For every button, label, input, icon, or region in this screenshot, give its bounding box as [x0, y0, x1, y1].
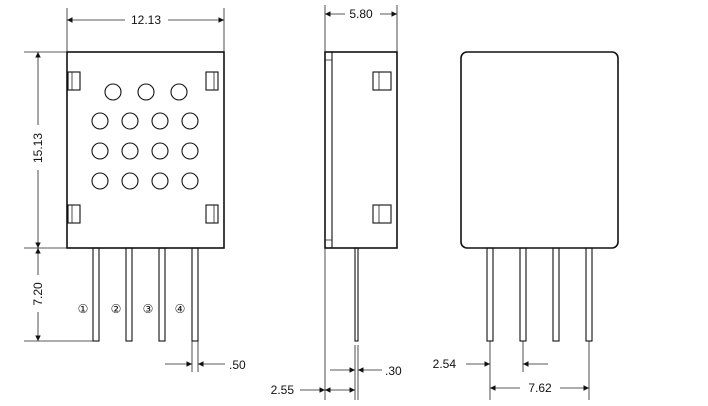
dim-front-height: 15.13	[24, 51, 67, 249]
vent-holes	[91, 83, 199, 190]
dim-pin-pitch-label: 2.54	[433, 357, 457, 371]
front-view: ① ② ③ ④ 12.13 15.13 7.20	[24, 8, 246, 372]
dim-side-pin-thickness: .30	[330, 345, 402, 400]
dim-pin-length: 7.20	[24, 248, 93, 342]
dim-side-depth-label: 5.80	[349, 7, 373, 21]
dim-side-pin-offset: 2.55	[271, 248, 356, 400]
dim-pin-width: .50	[165, 341, 246, 372]
side-view: 5.80 2.55 .30	[271, 5, 402, 400]
front-body	[66, 51, 225, 249]
pin-label-4: ④	[175, 302, 186, 316]
pin-label-3: ③	[143, 302, 154, 316]
dim-front-width: 12.13	[66, 8, 225, 52]
pin-label-1: ①	[78, 302, 89, 316]
dim-side-depth: 5.80	[324, 5, 398, 52]
back-body	[460, 51, 619, 249]
dim-side-pin-thickness-label: .30	[385, 364, 402, 378]
dim-pin-span: 7.62	[490, 341, 590, 400]
dim-pin-width-label: .50	[229, 358, 246, 372]
dim-pin-pitch: 2.54	[433, 341, 548, 400]
front-pins	[92, 247, 199, 342]
dim-front-width-label: 12.13	[131, 13, 161, 27]
pin-label-2: ②	[111, 302, 122, 316]
dim-pin-length-label: 7.20	[31, 282, 45, 306]
side-tabs	[372, 71, 392, 224]
dim-front-height-label: 15.13	[31, 133, 45, 163]
dim-side-pin-offset-label: 2.55	[271, 383, 295, 397]
side-body	[324, 51, 398, 249]
front-corner-tabs	[67, 71, 219, 224]
side-pin	[354, 247, 359, 342]
dim-pin-span-label: 7.62	[528, 381, 552, 395]
back-pins	[486, 247, 593, 342]
back-view: 2.54 7.62	[433, 51, 619, 400]
